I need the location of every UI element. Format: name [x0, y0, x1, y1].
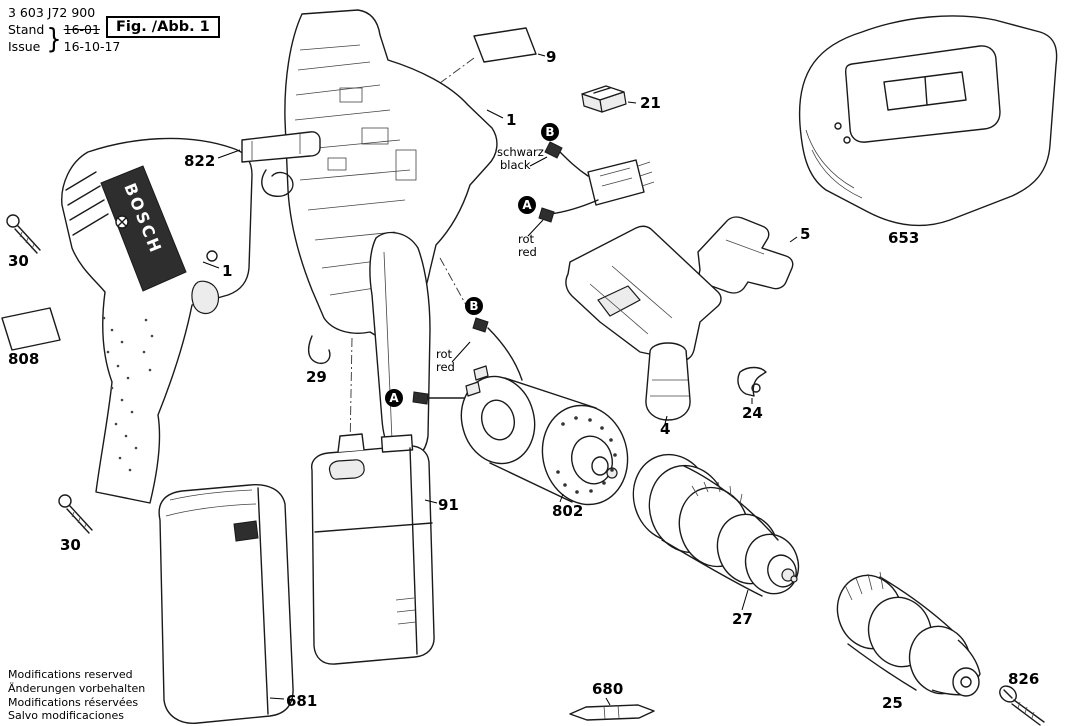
callout-27: 27: [732, 610, 753, 628]
callout-802: 802: [552, 502, 583, 520]
svg-text:B: B: [469, 299, 478, 313]
wire-hook: [307, 335, 331, 365]
grip-texture: [102, 316, 154, 472]
issue-label: Issue: [8, 38, 41, 54]
callout-653: 653: [888, 229, 919, 247]
housing-screw-top: [6, 214, 41, 254]
callout-1-left: 1: [222, 262, 232, 280]
wire-label-schwarz: schwarz: [497, 145, 544, 159]
svg-text:B: B: [545, 125, 554, 139]
vent-holes: [556, 416, 617, 494]
housing-screw-bottom: [58, 494, 93, 534]
stand-value: 16-01: [63, 22, 100, 38]
charger: [798, 15, 1058, 227]
motor-wires: [412, 317, 523, 405]
callout-822: 822: [184, 152, 215, 170]
leader-lines: [202, 109, 548, 363]
svg-text:A: A: [522, 198, 532, 212]
housing-ribs: [294, 44, 417, 296]
callout-808: 808: [8, 350, 39, 368]
marker-a-mid: A: [385, 389, 403, 407]
wire-red: [549, 199, 599, 215]
wire-label-red-1: red: [518, 245, 537, 259]
battery-pack: [311, 433, 438, 665]
callout-29: 29: [306, 368, 327, 386]
figure-label: Fig. /Abb. 1: [106, 16, 220, 38]
callout-680: 680: [592, 680, 623, 698]
gearbox: [632, 453, 800, 611]
svg-text:A: A: [389, 391, 399, 405]
marker-b-top: B: [541, 123, 559, 141]
trigger-channel: [369, 231, 431, 461]
callout-5: 5: [800, 225, 810, 243]
callout-1-right: 1: [506, 111, 516, 129]
wire-label-black: black: [500, 158, 531, 172]
callout-30-top: 30: [8, 252, 29, 270]
housing-half-left: BOSCH: [61, 137, 253, 504]
part-number: 3 603 J72 900: [8, 5, 96, 20]
marker-b-mid: B: [465, 297, 483, 315]
callout-25: 25: [882, 694, 903, 712]
callout-91: 91: [438, 496, 459, 514]
chuck-screw: [999, 685, 1045, 726]
direction-slider: [597, 285, 641, 317]
legal-line-fr: Modifications réservées: [8, 695, 139, 709]
callout-826: 826: [1008, 670, 1039, 688]
wire-black: [559, 151, 589, 177]
legal-line-de: Änderungen vorbehalten: [8, 681, 146, 695]
callout-681: 681: [286, 692, 317, 710]
battery-shell: [158, 483, 294, 724]
switch-assembly: [538, 141, 722, 425]
screwdriver-bit: [569, 697, 655, 721]
wire-label-rot-1: rot: [518, 232, 535, 246]
housing-half-right: [284, 9, 498, 461]
callout-30-bottom: 30: [60, 536, 81, 554]
latch-part: [737, 366, 767, 404]
legal-line-en: Modifications reserved: [8, 668, 133, 681]
stand-label: Stand: [8, 22, 45, 38]
issue-value: 16-10-17: [63, 38, 121, 54]
callout-9: 9: [546, 48, 556, 66]
foam-plate: [1, 307, 61, 351]
revision-block: Stand Issue } 16-01 16-10-17: [8, 22, 120, 55]
motor: [460, 365, 629, 506]
chuck: [836, 571, 981, 697]
belt-clip: [217, 131, 321, 197]
callout-24: 24: [742, 404, 763, 422]
title-block: 3 603 J72 900 Stand Issue } 16-01 16-10-…: [8, 5, 120, 55]
legal-notes: Modifications reserved Änderungen vorbeh…: [8, 668, 145, 723]
bracket-part: [697, 216, 798, 294]
wire-label-red-2: red: [436, 360, 455, 374]
callout-4: 4: [660, 420, 670, 438]
marker-a-top: A: [518, 196, 536, 214]
callout-21: 21: [640, 94, 661, 112]
label-plate-top: [473, 27, 546, 63]
legal-line-es: Salvo modificaciones: [8, 709, 125, 723]
pushbutton: [581, 85, 637, 113]
brace-glyph: }: [46, 22, 62, 55]
wire-label-rot-2: rot: [436, 347, 453, 361]
